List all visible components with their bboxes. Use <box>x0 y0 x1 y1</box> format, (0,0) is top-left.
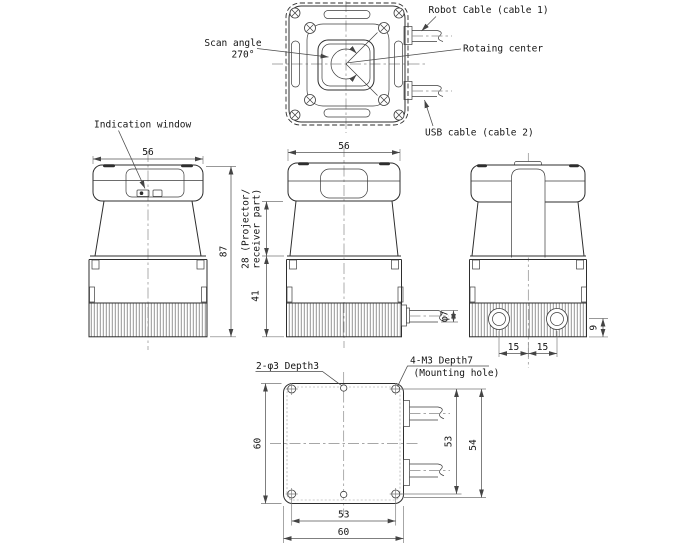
base-walls <box>88 259 208 303</box>
head-notch <box>379 162 390 166</box>
robot-cable-connector <box>403 26 452 45</box>
dim-15b: 15 <box>537 342 548 353</box>
sensor-column <box>511 168 546 258</box>
dim-28-line2: receiver part) <box>252 189 263 269</box>
neck-taper <box>94 200 202 257</box>
rotating-center-label: Rotaing center <box>463 44 543 55</box>
heatsink-fins <box>286 302 402 338</box>
molding-details <box>291 10 403 118</box>
head-notch <box>298 162 309 166</box>
heatsink-fins <box>88 302 208 338</box>
cable-glands <box>488 308 568 330</box>
head-notch <box>181 164 193 168</box>
front-view-center: 56 28 (Projector/ receiver part) 41 φ7 <box>241 141 458 348</box>
cable-exit <box>401 304 449 327</box>
dim-15a: 15 <box>508 342 519 353</box>
flange-lines <box>286 255 402 260</box>
phi3-leader <box>255 371 342 386</box>
dim-60-left: 60 <box>253 438 264 450</box>
flange-lines <box>469 255 587 260</box>
robot-cable-leader <box>421 16 437 32</box>
base-plate <box>283 383 404 504</box>
ext-lines-53-54 <box>400 388 486 498</box>
cable-exit-1 <box>403 400 450 427</box>
heatsink-fins <box>469 302 587 338</box>
base-clips <box>89 259 207 303</box>
housing-top-outline <box>288 5 406 123</box>
neck-taper <box>471 201 585 257</box>
neck-taper <box>289 200 399 257</box>
indication-window-leds <box>136 189 163 197</box>
inner-frame <box>306 23 390 107</box>
lens-window <box>320 168 368 199</box>
robot-cable-label: Robot Cable (cable 1) <box>429 5 549 16</box>
base-walls <box>286 259 402 303</box>
dim-53-bottom: 53 <box>338 510 349 521</box>
usb-cable-label: USB cable (cable 2) <box>425 128 534 139</box>
scan-deadzone-lines <box>345 32 378 96</box>
dim-53-right: 53 <box>444 436 455 447</box>
pin-holes-phi3 <box>340 384 348 499</box>
indication-window-label: Indication window <box>94 120 192 131</box>
head-notch <box>103 164 115 168</box>
inner-screw-icons <box>304 22 390 106</box>
side-view-right: 15 15 9 <box>469 153 608 368</box>
base-texture <box>286 386 401 501</box>
optical-window-outer <box>317 39 375 91</box>
bottom-view: 2-φ3 Depth3 4-M3 Depth7 (Mounting hole) … <box>253 356 500 543</box>
m3-note-line2: (Mounting hole) <box>414 368 500 379</box>
dim-60-bottom: 60 <box>338 527 350 538</box>
dim-41: 41 <box>251 290 262 302</box>
scan-arc <box>330 46 357 82</box>
dim-56: 56 <box>338 141 350 152</box>
base-clips <box>286 259 404 303</box>
front-view-left: Indication window 56 87 <box>88 120 236 350</box>
dim-phi7: φ7 <box>440 311 451 322</box>
scan-angle-value: 270° <box>232 50 255 61</box>
top-view: Robot Cable (cable 1) Scan angle 270° Ro… <box>204 1 549 139</box>
front-panel <box>125 168 185 198</box>
head-notch <box>569 164 579 168</box>
flange-lines <box>89 255 207 260</box>
head-notch <box>477 164 487 168</box>
corner-screw-icons <box>289 7 405 121</box>
housing-outer-dashed <box>285 2 409 126</box>
scan-angle-leader <box>256 48 329 59</box>
m3-note-line1: 4-M3 Depth7 <box>410 356 473 367</box>
dim-56: 56 <box>142 147 154 158</box>
optical-window-inner <box>321 43 371 87</box>
head-outline <box>92 164 204 202</box>
base-clips <box>469 259 587 303</box>
m3-leader <box>397 365 489 387</box>
usb-cable-leader <box>424 99 434 127</box>
dim-54: 54 <box>468 439 479 451</box>
rotating-center-leader <box>347 48 462 64</box>
dim-28-line1: 28 (Projector/ <box>241 189 252 269</box>
ext-lines-28 <box>262 201 284 257</box>
scan-angle-label: Scan angle <box>204 38 261 49</box>
head-outline <box>287 162 401 202</box>
mounting-holes-m3 <box>285 383 402 500</box>
dim-87: 87 <box>219 246 230 257</box>
dim-9: 9 <box>589 325 600 331</box>
cable-exit-2 <box>403 459 450 486</box>
usb-cable-connector <box>403 81 452 100</box>
indication-window-leader <box>118 130 146 189</box>
phi3-note: 2-φ3 Depth3 <box>256 361 319 372</box>
